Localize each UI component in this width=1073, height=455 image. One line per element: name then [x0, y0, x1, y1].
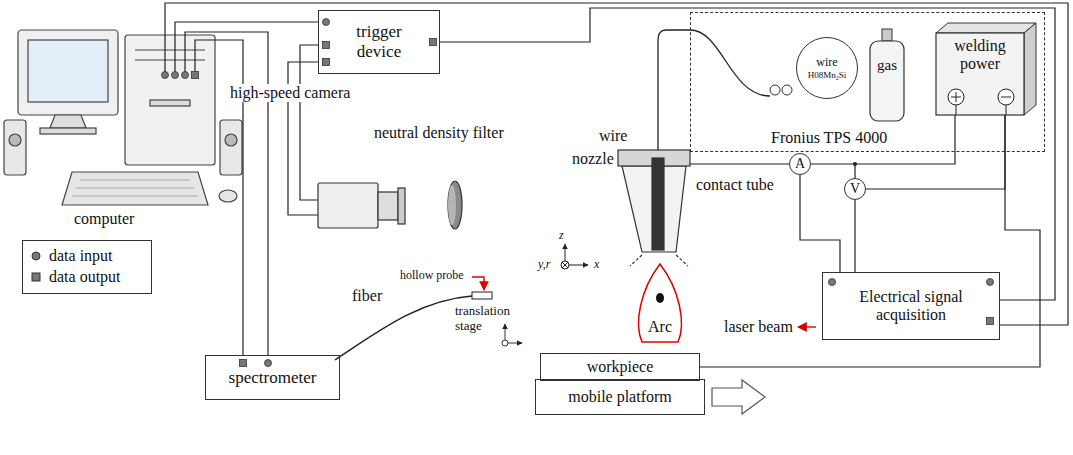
part-label: high-speed camera: [228, 84, 352, 102]
device-box: mobile platform: [535, 379, 705, 415]
signal-connector: [854, 200, 855, 272]
legend-entry: data input: [31, 246, 143, 267]
node-text: V: [850, 181, 860, 197]
legend-box: data inputdata output: [22, 240, 152, 294]
device-box: spectrometer: [205, 355, 340, 400]
part-label: contact tube: [694, 176, 776, 194]
coordinate-axes: [561, 244, 588, 269]
part-label: laser beam: [722, 318, 795, 336]
part-label: nozzle: [570, 150, 616, 168]
node-text: welding power: [936, 37, 1024, 74]
signal-wire: [690, 163, 789, 164]
device-box: workpiece: [540, 353, 700, 381]
feed-roller: [770, 85, 780, 95]
device-box: Arc: [632, 262, 688, 344]
node-text: Fronius TPS 4000: [771, 129, 887, 147]
axis-icon: [502, 324, 522, 346]
node-text: spectrometer: [229, 368, 317, 388]
equipment-group: Fronius TPS 4000 wireH08Mn₂Si gas welding p…: [690, 12, 1045, 152]
part-label: z: [557, 229, 566, 243]
node-text: H08Mn₂Si: [808, 70, 847, 80]
port-marker: [162, 19, 994, 367]
signal-connector: [800, 175, 840, 272]
part-label: wire: [597, 127, 629, 145]
signal-wire: [165, 3, 1068, 355]
legend-text: data input: [49, 246, 113, 267]
device-box: Electrical signal acquisition: [822, 272, 1000, 340]
filler-wire: [658, 30, 770, 158]
node-text: trigger device: [339, 22, 419, 61]
part-label: neutral density filter: [372, 124, 506, 142]
part-label: x: [592, 258, 601, 272]
fiber-cable: [335, 296, 472, 360]
probe: [472, 292, 492, 299]
motion-arrow: [712, 380, 765, 414]
computer-illustration: [4, 30, 242, 205]
gas-cylinder: [867, 27, 907, 123]
device-box: translation stage: [452, 302, 527, 350]
camera-illustration: [318, 181, 462, 229]
node-text: Electrical signal acquisition: [846, 288, 976, 325]
pointer-arrow: [472, 277, 484, 290]
part-label: y,r: [536, 258, 552, 272]
node-text: translation stage: [455, 304, 524, 334]
meter-circle: V: [844, 178, 866, 200]
output-marker: [31, 272, 41, 282]
signal-connector: [440, 8, 1055, 300]
meter-circle: wireH08Mn₂Si: [796, 37, 858, 99]
node-text: workpiece: [587, 358, 654, 376]
legend-text: data output: [49, 267, 121, 288]
signal-connector: [700, 115, 1040, 367]
node-text: mobile platform: [568, 388, 672, 406]
part-label: hollow probe: [398, 269, 466, 283]
meter-circle: A: [789, 153, 811, 175]
node-text: gas: [877, 57, 897, 74]
signal-connector: [866, 115, 1005, 189]
welding-torch: [618, 150, 690, 266]
node-text: A: [795, 156, 805, 172]
laser-arrow: [798, 326, 816, 327]
signal-wire: [854, 164, 855, 178]
device-box: gas: [867, 27, 907, 123]
node-text: Arc: [648, 318, 672, 336]
legend-entry: data output: [31, 267, 143, 288]
node-text: wire: [816, 56, 837, 70]
part-label: fiber: [350, 287, 384, 305]
device-box: trigger device: [318, 10, 440, 74]
device-box: welding power: [936, 23, 1036, 115]
part-label: computer: [72, 210, 136, 228]
feed-roller: [782, 85, 792, 95]
input-marker: [31, 251, 41, 261]
